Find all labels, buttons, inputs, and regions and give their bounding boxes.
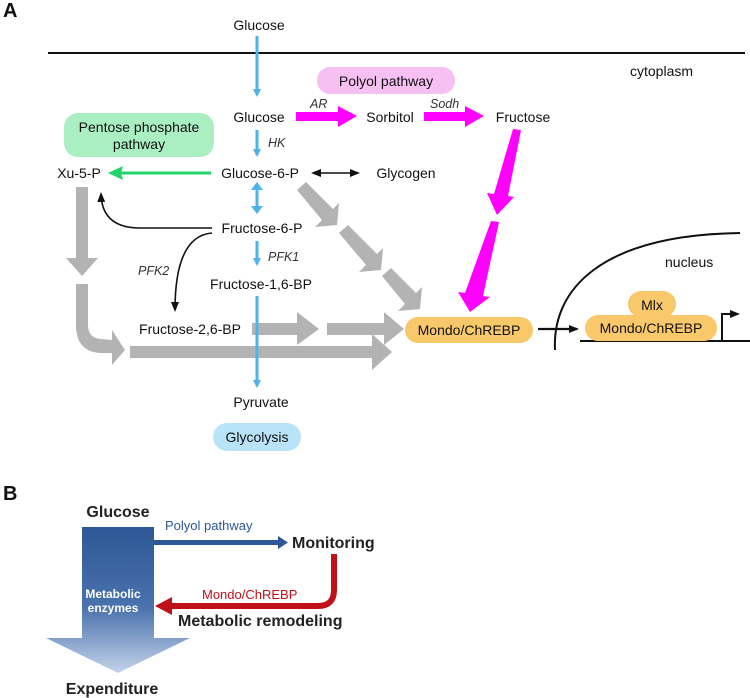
fructose-6-p-label: Fructose-6-P [222, 220, 303, 236]
signal-arrow-g6p-diag-3 [382, 268, 422, 311]
pfk2-arrow [171, 232, 213, 312]
signal-arrow-xu5p-down [66, 187, 98, 276]
metabolic-enzymes-label-2: enzymes [88, 601, 139, 615]
fructose-arrow-2 [458, 221, 499, 312]
polyol-monitoring-arrowhead [278, 536, 288, 549]
glucose-6-p-label: Glucose-6-P [221, 165, 299, 181]
glycogen-label: Glycogen [376, 165, 435, 181]
monitoring-label: Monitoring [292, 535, 375, 552]
pentose-arrowhead [108, 166, 123, 180]
signal-arrow-f26bp-1 [252, 312, 319, 345]
f6p-to-xu5p-arrow [97, 192, 212, 229]
signal-arrow-bottom-long [130, 334, 392, 370]
mlx-box [628, 291, 676, 317]
polyol-monitoring-arrow [154, 540, 280, 545]
pfk1-enzyme-label: PFK1 [268, 250, 299, 264]
glucose-extracellular-label: Glucose [233, 17, 285, 33]
polyol-pathway-label: Polyol pathway [339, 73, 433, 89]
mondo-chrebp-nucleus-box [585, 315, 717, 341]
metabolic-remodeling-label: Metabolic remodeling [178, 613, 342, 630]
signal-arrow-xu5p-bend [76, 284, 125, 365]
signal-arrow-g6p-diag-1 [297, 182, 339, 227]
signal-arrow-g6p-diag-2 [339, 225, 383, 272]
ar-enzyme-label: AR [309, 97, 327, 111]
nucleus-label: nucleus [665, 254, 713, 270]
glycolysis-label: Glycolysis [225, 429, 288, 445]
panel-b-glucose-label: Glucose [86, 504, 149, 521]
xu-5-p-label: Xu-5-P [57, 165, 101, 181]
transcription-start-arrow [721, 310, 740, 341]
pyruvate-label: Pyruvate [233, 394, 288, 410]
remodeling-arrowhead [155, 597, 172, 615]
metabolic-flux-arrow [46, 527, 190, 673]
pentose-phosphate-box [64, 113, 214, 157]
expenditure-label: Expenditure [66, 681, 159, 698]
remodeling-arrow [170, 554, 337, 609]
g6p-f6p-arrowheads [251, 182, 263, 214]
mondo-chrebp-cytoplasm-box [405, 317, 533, 343]
panel-a-label: A [3, 0, 17, 22]
metabolic-enzymes-label-1: Metabolic [85, 587, 141, 601]
signal-arrows [66, 182, 422, 370]
signal-arrow-f26bp-2 [327, 312, 404, 345]
glucose-label: Glucose [233, 109, 285, 125]
glycolysis-box [213, 423, 301, 451]
polyol-pathway-b-label: Polyol pathway [165, 518, 253, 533]
cytoplasm-label: cytoplasm [630, 63, 693, 79]
panel-b-label: B [3, 483, 17, 505]
pentose-phosphate-label-2: pathway [113, 136, 165, 152]
sodh-enzyme-label: Sodh [430, 97, 459, 111]
fructose-arrow-1 [487, 129, 521, 215]
pentose-phosphate-label-1: Pentose phosphate [79, 119, 200, 135]
pfk2-enzyme-label: PFK2 [138, 264, 169, 278]
mondo-chrebp-nucleus-label: Mondo/ChREBP [600, 320, 703, 336]
polyol-arrows [296, 106, 521, 312]
fructose-1-6-bp-label: Fructose-1,6-BP [210, 276, 312, 292]
nuclear-envelope [553, 232, 741, 351]
hk-enzyme-label: HK [268, 136, 286, 150]
fructose-2-6-bp-label: Fructose-2,6-BP [139, 321, 241, 337]
mondo-chrebp-cytoplasm-label: Mondo/ChREBP [418, 322, 521, 338]
polyol-pathway-box [317, 67, 455, 94]
mondo-chrebp-b-label: Mondo/ChREBP [202, 587, 297, 602]
mlx-label: Mlx [641, 297, 663, 313]
sorbitol-label: Sorbitol [366, 109, 413, 125]
ar-arrow [296, 106, 357, 127]
fructose-label: Fructose [496, 109, 551, 125]
sodh-arrow [424, 106, 484, 127]
